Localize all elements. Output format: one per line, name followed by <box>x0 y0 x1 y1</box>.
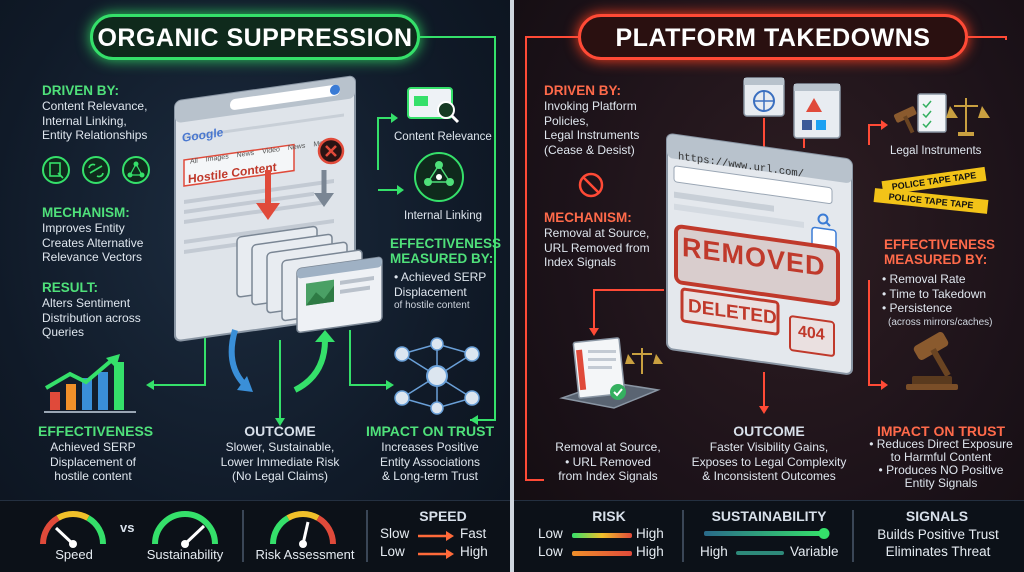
versus-label: vs <box>120 520 135 535</box>
growth-chart-icon <box>44 354 136 413</box>
bottom-separator-4 <box>852 510 854 562</box>
title-connector-green <box>146 36 496 426</box>
risk-bar-1 <box>572 533 632 538</box>
internal-linking-icon <box>414 152 464 202</box>
effectiveness-text: Achieved SERP Displacement of hostile co… <box>49 440 137 483</box>
risk-bar-2 <box>572 551 632 556</box>
result-heading: RESULT: <box>42 280 98 295</box>
network-icon <box>122 156 150 184</box>
sustainability-gauge-label: Sustainability <box>146 547 224 562</box>
legal-instruments-icon <box>893 93 990 136</box>
sustainability-gauge-icon <box>152 511 218 548</box>
mechanism-heading-right: MECHANISM: <box>544 210 632 225</box>
outcome-heading-right: OUTCOME <box>733 423 805 439</box>
sustainability-right: Variable <box>790 544 839 559</box>
driven-by-text-right: Invoking Platform Policies, Legal Instru… <box>544 99 640 157</box>
impact-on-trust-text-right: • Reduces Direct Exposure to Harmful Con… <box>869 437 1013 490</box>
removed-page-browser <box>666 133 853 375</box>
speed-row-1-right: Fast <box>460 526 487 541</box>
risk-row-1-left: Low <box>538 526 563 541</box>
risk-row-1-right: High <box>636 526 664 541</box>
takedown-notice-icon <box>559 337 663 409</box>
social-platform-icon <box>793 83 841 139</box>
outcome-heading: OUTCOME <box>244 423 316 439</box>
signals-heading: SIGNALS <box>905 508 969 524</box>
positive-content-stack <box>236 225 383 334</box>
bottom-separator-1 <box>242 510 244 562</box>
risk-row-2-left: Low <box>538 544 563 559</box>
risk-row-2-right: High <box>636 544 664 559</box>
effectiveness-measured-heading: EFFECTIVENESS MEASURED BY: <box>390 236 502 266</box>
mechanism-heading: MECHANISM: <box>42 205 130 220</box>
internal-linking-label: Internal Linking <box>404 210 482 222</box>
effectiveness-measured-text: • Achieved SERP Displacement of hostile … <box>394 270 487 311</box>
suppression-arrows <box>256 170 334 220</box>
result-text: Alters Sentiment Distribution across Que… <box>42 296 141 339</box>
link-icon <box>82 156 110 184</box>
outcome-text: Slower, Sustainable, Lower Immediate Ris… <box>220 440 340 483</box>
content-relevance-label: Content Relevance <box>394 131 492 143</box>
document-icon <box>42 156 70 184</box>
effectiveness-heading: EFFECTIVENESS <box>38 423 154 439</box>
bottom-separator-3 <box>682 510 684 562</box>
speed-arrow-1 <box>418 531 454 541</box>
driven-by-heading-right: DRIVEN BY: <box>544 83 622 98</box>
effectiveness-measured-heading-right: EFFECTIVENESS MEASURED BY: <box>884 237 996 267</box>
web-platform-icon <box>743 77 785 117</box>
outcome-text-right: Faster Visibility Gains, Exposes to Lega… <box>691 440 847 483</box>
impact-on-trust-heading-right: IMPACT ON TRUST <box>876 423 1006 439</box>
organic-suppression-panel: ORGANIC SUPPRESSION DRIVEN BY: Content R… <box>0 0 510 572</box>
platform-takedowns-panel: PLATFORM TAKEDOWNS DRIVEN BY: Invoking P… <box>514 0 1024 572</box>
speed-row-2-right: High <box>460 544 488 559</box>
cycle-arrows <box>228 329 335 393</box>
prohibited-icon <box>578 172 604 198</box>
speed-arrow-2 <box>418 549 454 559</box>
sustainability-heading: SUSTAINABILITY <box>711 508 827 524</box>
speed-gauge-label: Speed <box>55 547 93 562</box>
speed-heading: SPEED <box>419 508 467 524</box>
risk-gauge-icon <box>269 511 337 548</box>
driven-by-heading: DRIVEN BY: <box>42 83 120 98</box>
organic-suppression-title: ORGANIC SUPPRESSION <box>90 14 420 60</box>
legal-instruments-label: Legal Instruments <box>890 145 982 157</box>
driven-by-text: Content Relevance, Internal Linking, Ent… <box>42 99 148 142</box>
sustainability-bar <box>704 528 830 539</box>
speed-row-1: Slow <box>380 526 410 541</box>
risk-heading: RISK <box>592 508 626 524</box>
mechanism-text-right: Removal at Source, URL Removed from Inde… <box>544 226 650 269</box>
speed-gauge-icon <box>39 511 107 548</box>
content-relevance-icon <box>407 87 460 124</box>
impact-on-trust-heading: IMPACT ON TRUST <box>365 423 495 439</box>
driver-icons <box>42 156 150 184</box>
gavel-icon <box>906 332 958 390</box>
error-404-label: 404 <box>798 323 825 344</box>
impact-on-trust-text: Increases Positive Entity Associations &… <box>379 440 481 483</box>
platform-takedowns-title: PLATFORM TAKEDOWNS <box>578 14 968 60</box>
panel-divider <box>510 0 514 572</box>
speed-row-2: Low <box>380 544 405 559</box>
entity-network-icon <box>394 337 480 415</box>
bottom-separator-2 <box>366 510 368 562</box>
search-icon <box>817 213 831 227</box>
removal-summary-text: Removal at Source, • URL Removed from In… <box>555 440 661 483</box>
sustainability-left: High <box>700 544 728 559</box>
mechanism-text: Improves Entity Creates Alternative Rele… <box>42 221 144 264</box>
block-x-icon <box>317 137 345 165</box>
sustainability-arrow <box>736 551 784 555</box>
effectiveness-measured-text-right: • Removal Rate • Time to Takedown • Pers… <box>882 272 993 328</box>
risk-assessment-label: Risk Assessment <box>255 547 355 562</box>
signals-text: Builds Positive Trust Eliminates Threat <box>877 527 999 559</box>
